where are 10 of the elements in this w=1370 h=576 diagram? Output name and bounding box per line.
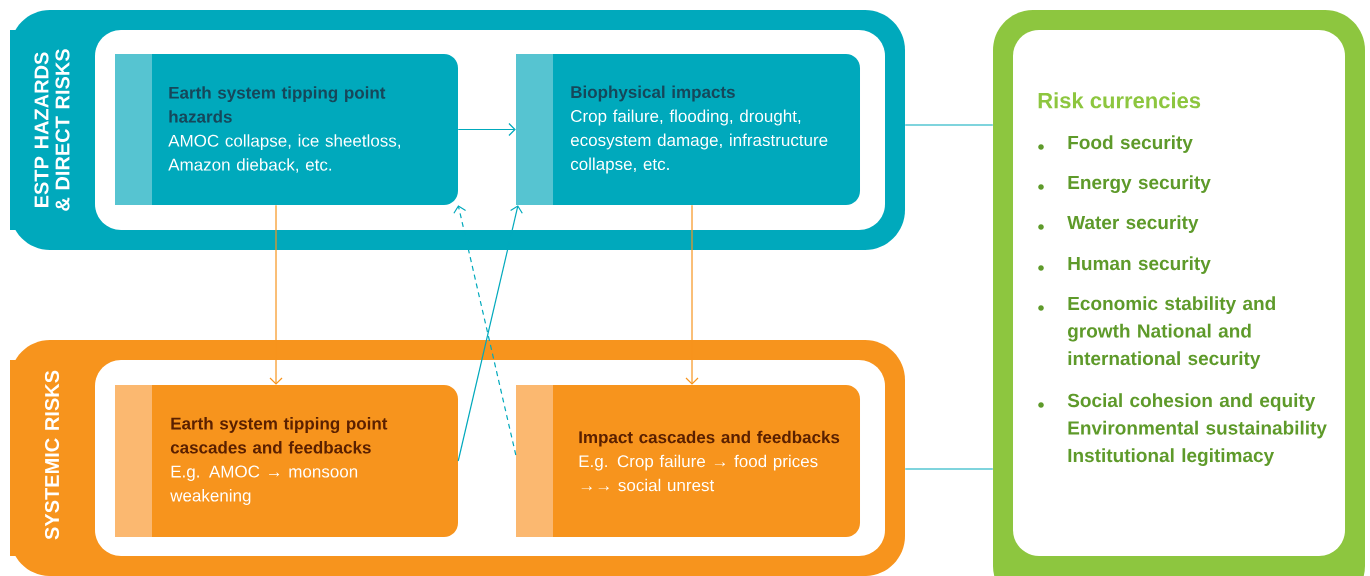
arrow [685,204,699,385]
text-box: Earth system tipping point hazards AMOC collapse, ice sheetloss, Amazon dieback, etc. [115,54,458,205]
list-panel: Risk currencies Food security Energy security Water security Human security Economic stability and growth National and international security Social cohesion and equity Environmental sustainability Institutional legitimacy [993,10,1365,576]
arrow [453,205,517,456]
text-box: Impact cascades and feedbacks E.g. Crop failure → food prices →→ social unrest [516,385,860,537]
text-box: Biophysical impacts Crop failure, flooding, drought, ecosystem damage, infrastructure collapse, etc. [516,54,860,205]
text-box: Earth system tipping point cascades and feedbacks E.g. AMOC → monsoon weakening [115,385,458,537]
arrow [457,122,516,137]
arrow [269,204,283,385]
arrow [457,205,523,462]
